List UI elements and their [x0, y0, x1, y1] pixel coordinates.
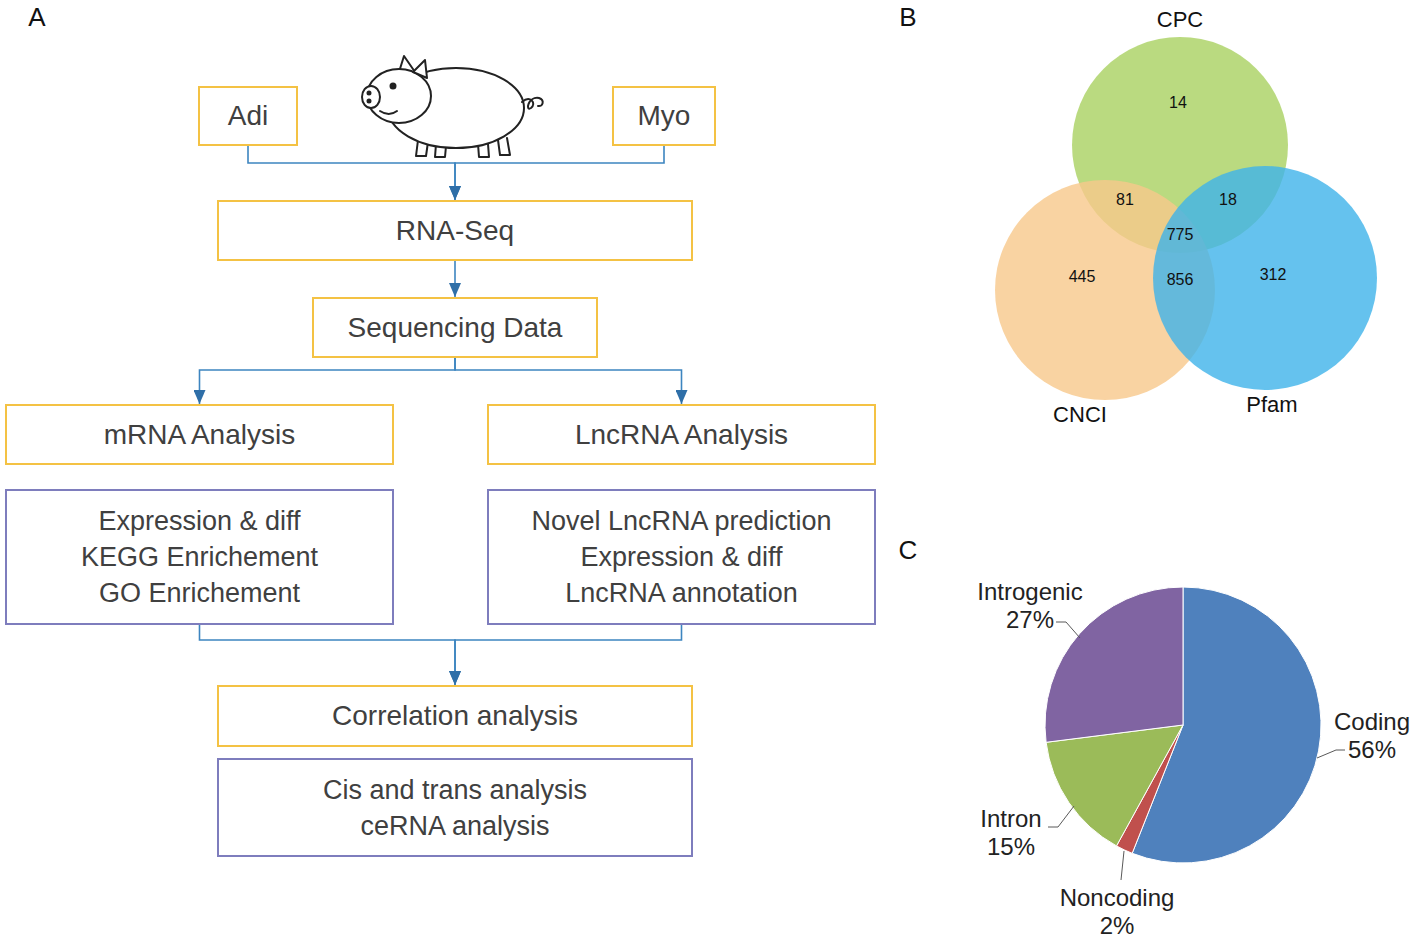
pie-slice: [1045, 587, 1183, 742]
leader-line: [1048, 806, 1074, 827]
box-label: Adi: [228, 99, 268, 133]
count-number: 775: [1167, 226, 1194, 244]
box-label: Sequencing Data: [348, 311, 563, 345]
leader-line: [1056, 622, 1080, 638]
pig-nostril: [368, 92, 371, 95]
flow-arrow: [248, 146, 455, 200]
box-label: LncRNA Analysis: [575, 418, 788, 452]
method-box: Expression & diffKEGG EnrichementGO Enri…: [5, 489, 394, 625]
count-number: 81: [1116, 191, 1134, 209]
box-label: LncRNA annotation: [565, 575, 798, 611]
flow-arrow: [200, 358, 456, 404]
box-label: Novel LncRNA prediction: [531, 503, 831, 539]
box-label: Myo: [638, 99, 691, 133]
pig-tail: [522, 98, 543, 109]
pig-leg: [498, 138, 510, 155]
flow-arrow: [455, 358, 682, 404]
process-box: LncRNA Analysis: [487, 404, 876, 465]
process-box: mRNA Analysis: [5, 404, 394, 465]
box-label: Expression & diff: [98, 503, 300, 539]
count-number: 445: [1069, 268, 1096, 286]
slice-label: Noncoding 2%: [1060, 884, 1175, 939]
leader-line: [1121, 851, 1124, 880]
count-number: 312: [1260, 266, 1287, 284]
sample-box: Adi: [198, 86, 298, 146]
flow-arrow: [454, 261, 456, 297]
process-box: RNA-Seq: [217, 200, 693, 261]
pie-slice: [1046, 725, 1183, 846]
process-box: Correlation analysis: [217, 685, 693, 747]
box-label: mRNA Analysis: [104, 418, 295, 452]
set-name: CPC: [1157, 7, 1203, 33]
flow-arrow: [455, 625, 682, 685]
pig-ear: [413, 60, 427, 78]
set-name: CNCI: [1053, 402, 1107, 428]
leader-line: [1317, 750, 1345, 758]
count-number: 14: [1169, 94, 1187, 112]
box-label: GO Enrichement: [99, 575, 300, 611]
slice-label: Intron 15%: [980, 805, 1041, 860]
sample-box: Myo: [612, 86, 716, 146]
method-box: Cis and trans analysisceRNA analysis: [217, 758, 693, 857]
pig-nostril: [368, 100, 371, 103]
flow-arrow: [200, 625, 456, 685]
pig-eye: [391, 84, 396, 89]
process-box: Sequencing Data: [312, 297, 598, 358]
pie-chart: [1045, 587, 1321, 863]
box-label: ceRNA analysis: [360, 808, 549, 844]
panel-letter: A: [28, 3, 45, 33]
box-label: KEGG Enrichement: [81, 539, 318, 575]
box-label: Expression & diff: [580, 539, 782, 575]
circle-fill: [1153, 166, 1377, 390]
pig-mouth: [380, 111, 397, 114]
pig-snout: [362, 86, 380, 108]
count-number: 18: [1219, 191, 1237, 209]
pig-illustration: [362, 56, 543, 157]
slice-label: Introgenic 27%: [977, 578, 1082, 633]
panel-letter: B: [899, 3, 916, 33]
flow-arrow: [455, 146, 664, 200]
slice-label: Coding 56%: [1334, 708, 1410, 763]
set-name: Pfam: [1246, 392, 1297, 418]
box-label: Cis and trans analysis: [323, 772, 587, 808]
method-box: Novel LncRNA predictionExpression & diff…: [487, 489, 876, 625]
leader-lines: [1048, 622, 1345, 880]
count-number: 856: [1167, 271, 1194, 289]
panel-letter: C: [899, 536, 918, 566]
box-label: RNA-Seq: [396, 214, 514, 248]
box-label: Correlation analysis: [332, 699, 578, 733]
